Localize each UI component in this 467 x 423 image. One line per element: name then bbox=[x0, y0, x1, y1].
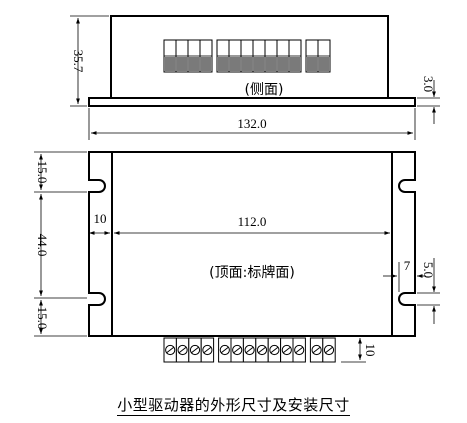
dip-switch bbox=[187, 39, 201, 73]
top-slot-spacing-dim: 44.0 bbox=[35, 234, 50, 257]
terminal-screw bbox=[175, 337, 190, 363]
side-height-dim: 35.7 bbox=[71, 50, 86, 73]
side-view-flange bbox=[88, 97, 416, 107]
top-slot-width-dim: 7 bbox=[404, 258, 411, 273]
terminal-screw bbox=[309, 337, 324, 363]
figure-caption: 小型驱动器的外形尺寸及安装尺寸 bbox=[0, 394, 467, 416]
terminal-screw bbox=[163, 337, 177, 363]
terminal-screw bbox=[188, 337, 202, 363]
top-slot-height-dim: 5.0 bbox=[421, 262, 436, 278]
side-view-label: (侧面) bbox=[245, 82, 284, 98]
top-view-outline bbox=[88, 151, 416, 337]
side-width-dim: 132.0 bbox=[237, 116, 266, 131]
terminal-screw bbox=[230, 337, 244, 363]
dip-switch bbox=[305, 39, 319, 73]
top-slot-top-dim: 15.0 bbox=[35, 161, 50, 184]
terminal-screw bbox=[218, 337, 232, 363]
dip-switch bbox=[216, 39, 230, 73]
top-view: (顶面:标牌面) 112.0 10 15.0 44.0 15.0 7 5.0 bbox=[34, 151, 440, 363]
dip-switch bbox=[199, 39, 213, 73]
caption-text: 小型驱动器的外形尺寸及安装尺寸 bbox=[117, 396, 350, 416]
dip-switch bbox=[317, 39, 331, 73]
terminal-block bbox=[163, 337, 336, 363]
dip-switch bbox=[240, 39, 254, 73]
dip-switch bbox=[252, 39, 266, 73]
top-flange-dim: 10 bbox=[94, 211, 107, 226]
terminal-screw bbox=[242, 337, 257, 363]
top-slot-bottom-dim: 15.0 bbox=[35, 307, 50, 330]
side-flange-dim: 3.0 bbox=[421, 76, 436, 92]
dip-switch bbox=[264, 39, 278, 73]
dip-switch bbox=[228, 39, 242, 73]
terminal-screw bbox=[280, 337, 294, 363]
terminal-screw bbox=[267, 337, 282, 363]
terminal-screw bbox=[200, 337, 215, 363]
side-view: (侧面) 35.7 3.0 132.0 bbox=[70, 15, 440, 140]
top-view-label: (顶面:标牌面) bbox=[209, 264, 295, 281]
top-inner-width-dim: 112.0 bbox=[238, 214, 267, 229]
terminal-screw bbox=[292, 337, 306, 363]
dip-switch bbox=[163, 39, 177, 73]
dip-switch-block bbox=[163, 39, 331, 73]
dip-switch bbox=[288, 39, 302, 73]
dip-switch bbox=[276, 39, 290, 73]
top-terminal-height-dim: 10 bbox=[363, 344, 378, 357]
dip-switch bbox=[175, 39, 189, 73]
terminal-screw bbox=[322, 337, 336, 363]
terminal-screw bbox=[255, 337, 269, 363]
